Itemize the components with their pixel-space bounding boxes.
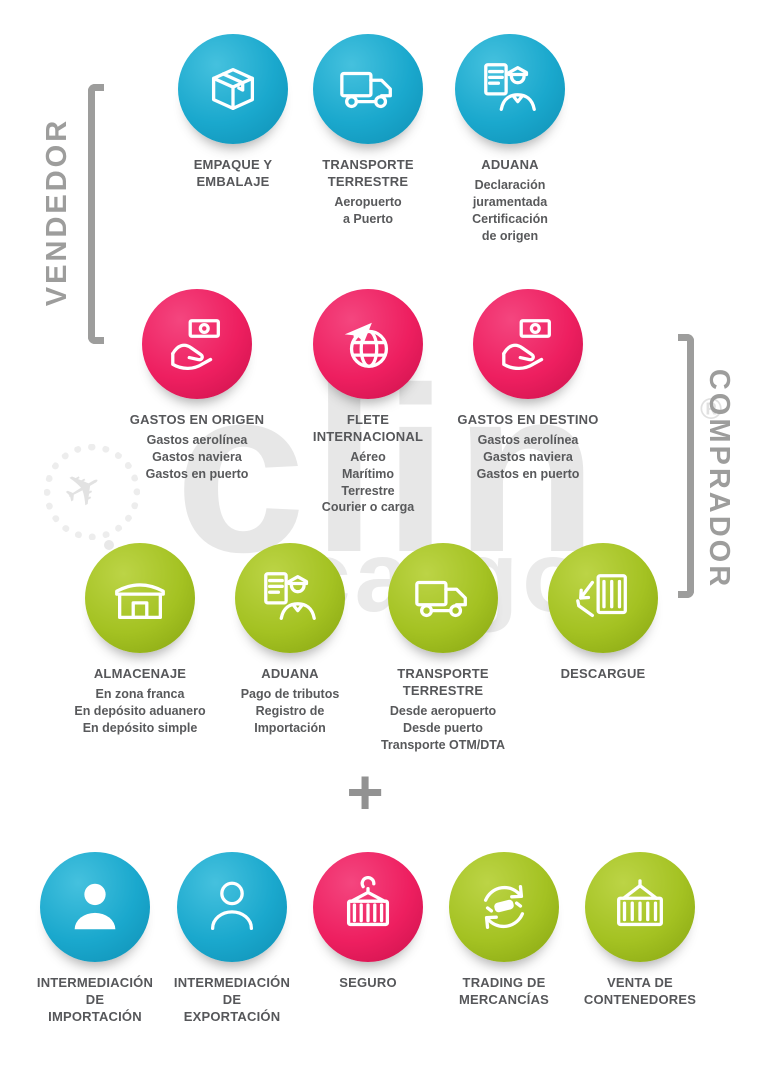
money-hand-icon bbox=[497, 313, 559, 375]
vendedor-label: VENDEDOR bbox=[41, 117, 73, 307]
step-title: ALMACENAJE bbox=[93, 666, 187, 681]
package-icon bbox=[202, 58, 264, 120]
truck-icon bbox=[412, 567, 474, 629]
step-circle bbox=[177, 852, 287, 962]
step-subtitle: Gastos aerolínea Gastos naviera Gastos e… bbox=[145, 432, 249, 481]
step-title: EMPAQUE Y EMBALAJE bbox=[193, 157, 273, 189]
step-transporte-terrestre-origen: TRANSPORTE TERRESTRE Aeropuerto a Puerto bbox=[288, 34, 448, 228]
step-title: FLETE INTERNACIONAL bbox=[312, 412, 424, 444]
step-circle bbox=[235, 543, 345, 653]
truck-icon bbox=[337, 58, 399, 120]
step-title: TRADING DE MERCANCÍAS bbox=[458, 975, 550, 1007]
comprador-bracket bbox=[678, 334, 694, 598]
step-circle bbox=[313, 34, 423, 144]
step-subtitle: Pago de tributos Registro de Importación bbox=[240, 686, 340, 735]
step-empaque-embalaje: EMPAQUE Y EMBALAJE bbox=[153, 34, 313, 194]
service-venta-contenedores: VENTA DE CONTENEDORES bbox=[565, 852, 715, 1009]
step-circle bbox=[585, 852, 695, 962]
step-subtitle: Aéreo Marítimo Terrestre Courier o carga bbox=[321, 449, 415, 515]
vendedor-bracket bbox=[88, 84, 104, 344]
unload-container-icon bbox=[572, 567, 634, 629]
container-sale-icon bbox=[609, 876, 671, 938]
customs-officer-icon bbox=[479, 58, 541, 120]
step-subtitle: En zona franca En depósito aduanero En d… bbox=[74, 686, 206, 735]
step-circle bbox=[473, 289, 583, 399]
step-title: ADUANA bbox=[261, 666, 319, 681]
watermark-plane-icon: ✈ bbox=[53, 456, 113, 522]
money-hand-icon bbox=[166, 313, 228, 375]
step-circle bbox=[178, 34, 288, 144]
step-gastos-origen: GASTOS EN ORIGEN Gastos aerolínea Gastos… bbox=[112, 289, 282, 483]
globe-plane-icon bbox=[337, 313, 399, 375]
step-title: TRANSPORTE TERRESTRE bbox=[322, 157, 414, 189]
step-title: DESCARGUE bbox=[560, 666, 646, 681]
step-title: INTERMEDIACIÓN DE IMPORTACIÓN bbox=[36, 975, 154, 1024]
service-seguro: SEGURO bbox=[293, 852, 443, 992]
step-circle bbox=[142, 289, 252, 399]
step-circle bbox=[548, 543, 658, 653]
step-almacenaje: ALMACENAJE En zona franca En depósito ad… bbox=[50, 543, 230, 737]
step-subtitle: Gastos aerolínea Gastos naviera Gastos e… bbox=[476, 432, 580, 481]
step-title: INTERMEDIACIÓN DE EXPORTACIÓN bbox=[173, 975, 291, 1024]
warehouse-icon bbox=[109, 567, 171, 629]
service-intermediacion-exportacion: INTERMEDIACIÓN DE EXPORTACIÓN bbox=[157, 852, 307, 1026]
trading-icon bbox=[473, 876, 535, 938]
customs-officer-icon bbox=[259, 567, 321, 629]
step-circle bbox=[313, 289, 423, 399]
step-circle bbox=[388, 543, 498, 653]
service-intermediacion-importacion: INTERMEDIACIÓN DE IMPORTACIÓN bbox=[20, 852, 170, 1026]
comprador-label: COMPRADOR bbox=[703, 368, 735, 590]
step-flete-internacional: FLETE INTERNACIONAL Aéreo Marítimo Terre… bbox=[283, 289, 453, 516]
step-circle bbox=[313, 852, 423, 962]
step-aduana-exportacion: ADUANA Declaración juramentada Certifica… bbox=[430, 34, 590, 244]
step-aduana-importacion: ADUANA Pago de tributos Registro de Impo… bbox=[200, 543, 380, 737]
step-title: VENTA DE CONTENEDORES bbox=[583, 975, 697, 1007]
step-transporte-terrestre-destino: TRANSPORTE TERRESTRE Desde aeropuerto De… bbox=[353, 543, 533, 753]
step-title: SEGURO bbox=[339, 975, 397, 990]
step-gastos-destino: GASTOS EN DESTINO Gastos aerolínea Gasto… bbox=[443, 289, 613, 483]
step-subtitle: Declaración juramentada Certificación de… bbox=[472, 177, 548, 243]
plus-sign: + bbox=[346, 756, 384, 828]
insured-container-icon bbox=[337, 876, 399, 938]
step-subtitle: Desde aeropuerto Desde puerto Transporte… bbox=[380, 703, 506, 752]
person-outline-icon bbox=[201, 876, 263, 938]
step-subtitle: Aeropuerto a Puerto bbox=[334, 194, 402, 226]
step-circle bbox=[449, 852, 559, 962]
step-title: GASTOS EN DESTINO bbox=[457, 412, 599, 427]
step-circle bbox=[455, 34, 565, 144]
step-descargue: DESCARGUE bbox=[523, 543, 683, 686]
step-title: ADUANA bbox=[481, 157, 539, 172]
person-filled-icon bbox=[64, 876, 126, 938]
step-circle bbox=[40, 852, 150, 962]
step-circle bbox=[85, 543, 195, 653]
step-title: GASTOS EN ORIGEN bbox=[129, 412, 265, 427]
step-title: TRANSPORTE TERRESTRE bbox=[397, 666, 489, 698]
service-trading-mercancias: TRADING DE MERCANCÍAS bbox=[429, 852, 579, 1009]
